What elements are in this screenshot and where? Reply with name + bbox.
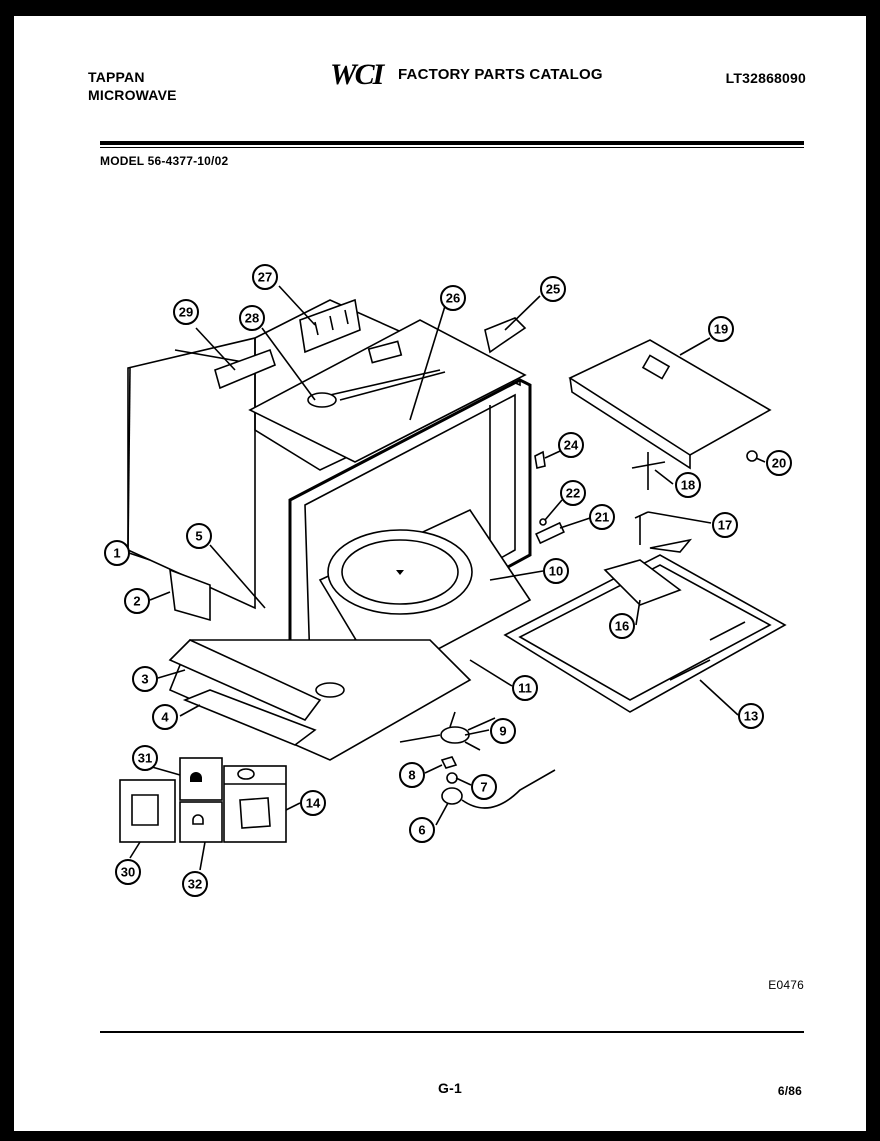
svg-text:25: 25 [546, 282, 560, 297]
callout-4: 4 [152, 704, 178, 730]
cavity-floor [318, 508, 532, 682]
callout-22: 22 [560, 480, 586, 506]
callout-27: 27 [252, 264, 278, 290]
callout-14: 14 [300, 790, 326, 816]
svg-text:16: 16 [615, 619, 629, 634]
insulation-sheet [603, 538, 693, 606]
page-number: G-1 [438, 1080, 462, 1096]
callout-9: 9 [490, 718, 516, 744]
svg-text:7: 7 [480, 780, 487, 795]
tray [503, 554, 787, 713]
hinge-hardware [631, 452, 666, 545]
svg-text:9: 9 [499, 724, 506, 739]
inset-part-boxes [119, 757, 287, 843]
catalog-title: FACTORY PARTS CATALOG [398, 66, 603, 83]
product-type: MICROWAVE [88, 87, 177, 103]
svg-text:1: 1 [113, 546, 120, 561]
callout-17: 17 [712, 512, 738, 538]
leader-lines [128, 285, 766, 871]
callout-7: 7 [471, 774, 497, 800]
svg-text:29: 29 [179, 305, 193, 320]
callout-18: 18 [675, 472, 701, 498]
callout-11: 11 [512, 675, 538, 701]
scan-border-top [0, 0, 880, 16]
callout-32: 32 [182, 871, 208, 897]
brand-name: TAPPAN [88, 69, 145, 85]
wci-logo: WCI [330, 58, 384, 91]
callout-21: 21 [589, 504, 615, 530]
brand-block: TAPPAN MICROWAVE [88, 68, 177, 104]
front-rail [168, 639, 322, 721]
drawing-code: E0476 [768, 978, 804, 992]
svg-text:2: 2 [133, 594, 140, 609]
header-rule [100, 141, 804, 145]
model-number: MODEL 56-4377-10/02 [100, 154, 229, 168]
callout-10: 10 [543, 558, 569, 584]
svg-text:17: 17 [718, 518, 732, 533]
svg-text:31: 31 [138, 751, 152, 766]
print-date: 6/86 [777, 1084, 802, 1098]
scan-border-left [0, 0, 14, 1141]
header-rule-thin [100, 147, 804, 148]
svg-text:24: 24 [564, 438, 579, 453]
svg-text:18: 18 [681, 478, 695, 493]
svg-text:8: 8 [408, 768, 415, 783]
scan-border-right [866, 0, 880, 1141]
svg-text:13: 13 [744, 709, 758, 724]
svg-text:22: 22 [566, 486, 580, 501]
bottom-strip [182, 689, 317, 746]
footer-rule [100, 1031, 804, 1033]
callout-8: 8 [399, 762, 425, 788]
svg-text:5: 5 [195, 529, 202, 544]
svg-text:6: 6 [418, 823, 425, 838]
svg-text:19: 19 [714, 322, 728, 337]
svg-text:14: 14 [306, 796, 321, 811]
callout-20: 20 [766, 450, 792, 476]
callout-16: 16 [609, 613, 635, 639]
svg-text:21: 21 [595, 510, 609, 525]
callout-2: 2 [124, 588, 150, 614]
svg-text:27: 27 [258, 270, 272, 285]
base-leg [169, 568, 211, 622]
callout-28: 28 [239, 305, 265, 331]
turntable-motor-assembly [399, 711, 556, 809]
callout-19: 19 [708, 316, 734, 342]
svg-text:4: 4 [161, 710, 169, 725]
scan-border-bottom [0, 1131, 880, 1141]
catalog-number: LT32868090 [725, 70, 806, 86]
svg-text:26: 26 [446, 291, 460, 306]
top-panel [248, 319, 527, 463]
callout-13: 13 [738, 703, 764, 729]
callout-6: 6 [409, 817, 435, 843]
grommet [746, 450, 758, 462]
svg-text:20: 20 [772, 456, 786, 471]
vent-bracket [299, 298, 361, 354]
svg-text:10: 10 [549, 564, 563, 579]
svg-text:3: 3 [141, 672, 148, 687]
callout-1: 1 [104, 540, 130, 566]
svg-text:32: 32 [188, 877, 202, 892]
callout-5: 5 [186, 523, 212, 549]
small-fasteners [534, 450, 565, 545]
svg-text:11: 11 [518, 681, 532, 696]
callout-24: 24 [558, 432, 584, 458]
callout-3: 3 [132, 666, 158, 692]
callout-26: 26 [440, 285, 466, 311]
latch-clip [484, 317, 527, 354]
callout-31: 31 [132, 745, 158, 771]
svg-text:30: 30 [121, 865, 135, 880]
callout-29: 29 [173, 299, 199, 325]
mounting-strip [214, 348, 276, 390]
callout-25: 25 [540, 276, 566, 302]
svg-text:28: 28 [245, 311, 259, 326]
callout-30: 30 [115, 859, 141, 885]
side-plate [568, 339, 772, 470]
